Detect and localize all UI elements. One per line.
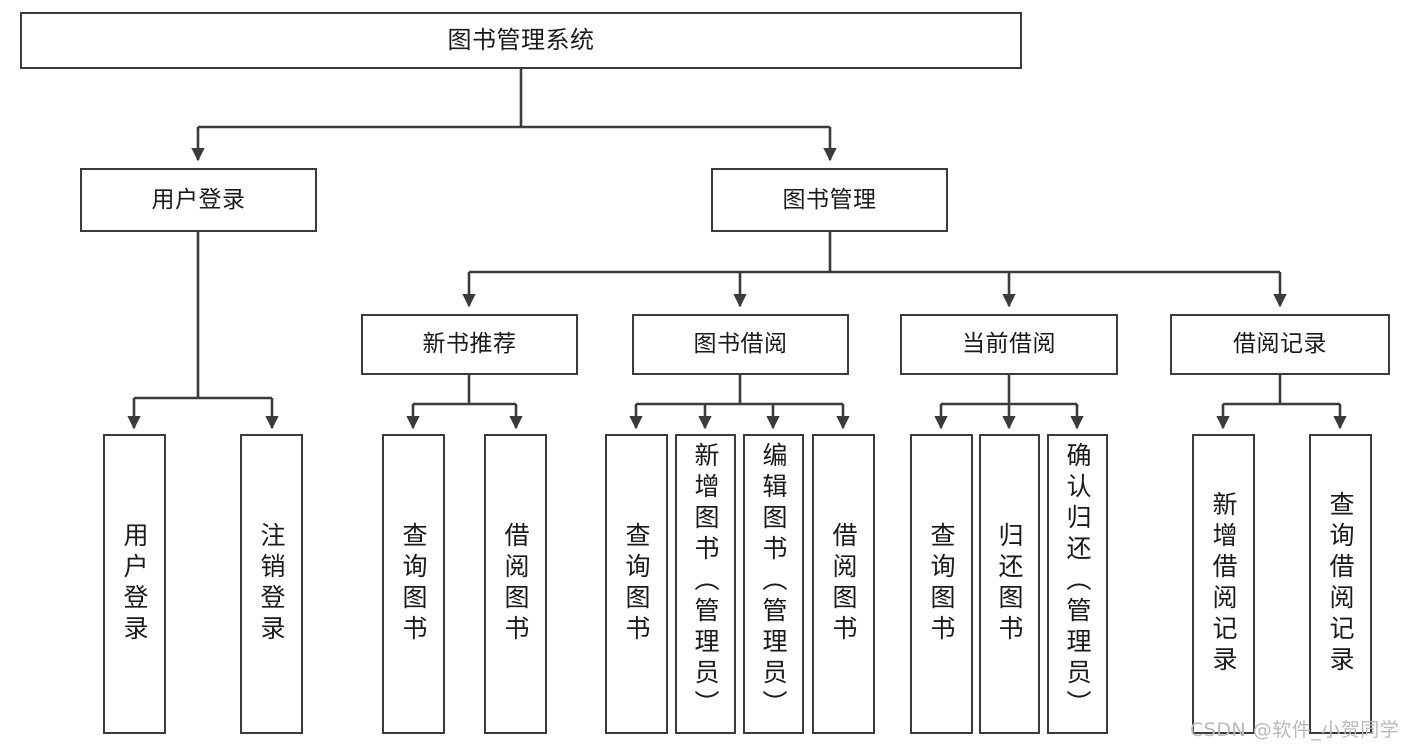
- node-leaf-query-book-3[interactable]: 查询图书: [910, 434, 973, 734]
- node-leaf-query-borrow-record-label: 查询借阅记录: [1326, 491, 1355, 677]
- node-user-login-label: 用户登录: [151, 186, 246, 213]
- node-leaf-query-book-2[interactable]: 查询图书: [605, 434, 668, 734]
- node-root-label: 图书管理系统: [447, 25, 595, 54]
- node-leaf-user-login[interactable]: 用户登录: [103, 434, 166, 734]
- node-leaf-add-book-admin-label: 新增图书（管理员）: [691, 442, 720, 721]
- node-leaf-return-book[interactable]: 归还图书: [979, 434, 1040, 734]
- node-leaf-query-book-2-label: 查询图书: [622, 522, 651, 646]
- csdn-watermark: CSDN @软件_小贺同学: [1190, 719, 1400, 741]
- node-leaf-add-borrow-record[interactable]: 新增借阅记录: [1192, 434, 1255, 734]
- node-root[interactable]: 图书管理系统: [20, 12, 1022, 69]
- node-leaf-confirm-return-admin[interactable]: 确认归还（管理员）: [1047, 434, 1108, 734]
- node-current-borrow[interactable]: 当前借阅: [900, 314, 1118, 375]
- node-leaf-add-borrow-record-label: 新增借阅记录: [1209, 491, 1238, 677]
- node-leaf-edit-book-admin-label: 编辑图书（管理员）: [759, 442, 788, 721]
- node-leaf-query-book-1[interactable]: 查询图书: [382, 434, 445, 734]
- node-leaf-logout-login-label: 注销登录: [257, 522, 286, 646]
- node-leaf-borrow-book-2[interactable]: 借阅图书: [812, 434, 875, 734]
- node-leaf-logout-login[interactable]: 注销登录: [240, 434, 303, 734]
- node-leaf-borrow-book-1-label: 借阅图书: [501, 522, 530, 646]
- node-book-management-label: 图书管理: [782, 186, 877, 213]
- node-leaf-user-login-label: 用户登录: [120, 522, 149, 646]
- node-leaf-query-book-1-label: 查询图书: [399, 522, 428, 646]
- node-leaf-borrow-book-2-label: 借阅图书: [829, 522, 858, 646]
- node-book-borrow[interactable]: 图书借阅: [632, 314, 849, 375]
- node-leaf-add-book-admin[interactable]: 新增图书（管理员）: [675, 434, 736, 734]
- node-leaf-edit-book-admin[interactable]: 编辑图书（管理员）: [743, 434, 804, 734]
- node-new-book-recommend-label: 新书推荐: [422, 331, 517, 358]
- node-leaf-borrow-book-1[interactable]: 借阅图书: [484, 434, 547, 734]
- node-borrow-record-label: 借阅记录: [1233, 331, 1327, 358]
- node-leaf-confirm-return-admin-label: 确认归还（管理员）: [1063, 442, 1092, 721]
- node-current-borrow-label: 当前借阅: [962, 331, 1056, 358]
- node-user-login[interactable]: 用户登录: [80, 168, 317, 232]
- node-leaf-return-book-label: 归还图书: [995, 522, 1024, 646]
- node-leaf-query-borrow-record[interactable]: 查询借阅记录: [1309, 434, 1372, 734]
- node-new-book-recommend[interactable]: 新书推荐: [361, 314, 578, 375]
- node-borrow-record[interactable]: 借阅记录: [1170, 314, 1390, 375]
- node-leaf-query-book-3-label: 查询图书: [927, 522, 956, 646]
- node-book-borrow-label: 图书借阅: [693, 331, 788, 358]
- node-book-management[interactable]: 图书管理: [711, 168, 948, 232]
